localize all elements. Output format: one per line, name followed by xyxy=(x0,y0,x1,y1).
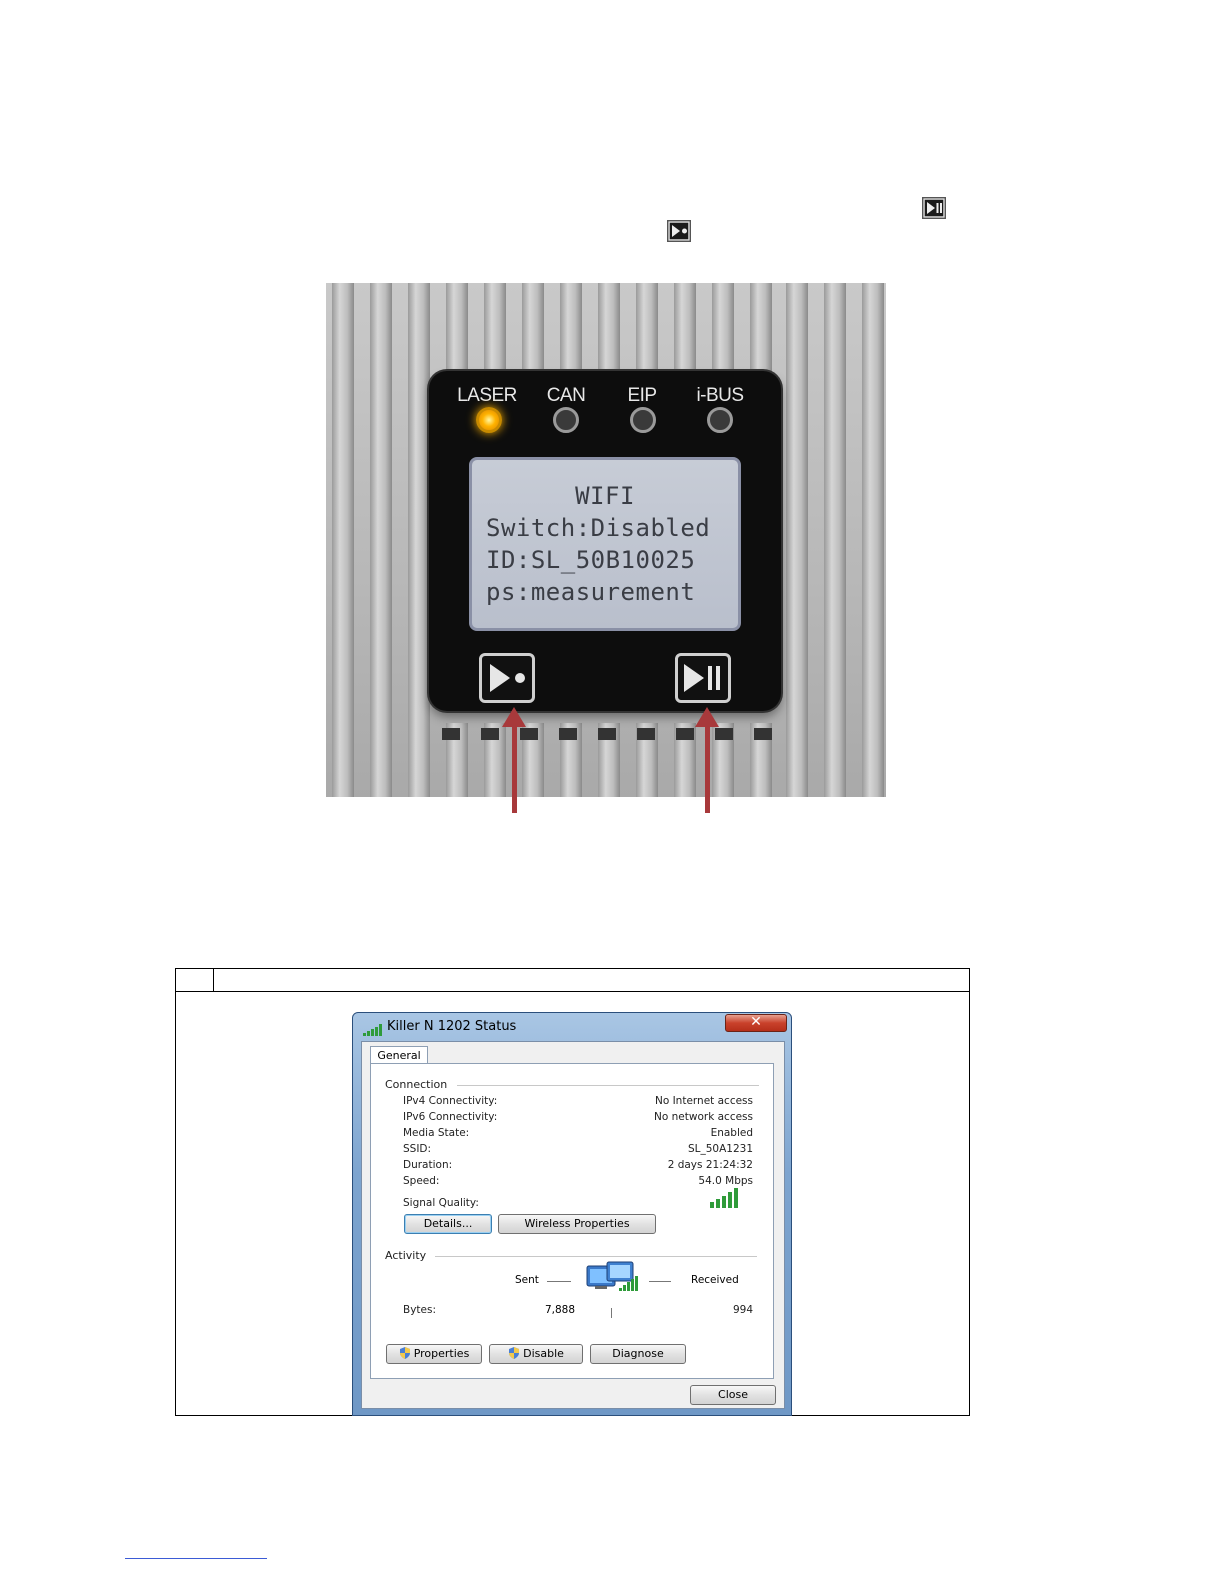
arrow-up-icon xyxy=(502,707,526,727)
lcd-display: WIFI Switch:Disabled ID:SL_50B10025 ps:m… xyxy=(469,457,741,631)
close-button[interactable]: Close xyxy=(690,1385,776,1405)
arrow-shaft-right xyxy=(705,796,710,813)
play-pause-icon xyxy=(922,197,946,219)
ipv4-label: IPv4 Connectivity: xyxy=(403,1095,498,1107)
uac-shield-icon xyxy=(399,1347,410,1359)
activity-heading: Activity xyxy=(385,1249,427,1262)
device-front-panel: LASER CAN EIP i-BUS WIFI Switch:Disabled… xyxy=(429,371,781,711)
diagnose-button[interactable]: Diagnose xyxy=(590,1344,686,1364)
uac-shield-icon xyxy=(509,1347,520,1359)
lcd-line-2: Switch:Disabled xyxy=(486,514,711,542)
properties-label: Properties xyxy=(413,1347,470,1360)
media-state-value: Enabled xyxy=(710,1127,753,1139)
ssid-value: SL_50A1231 xyxy=(687,1143,753,1155)
wireless-properties-button[interactable]: Wireless Properties xyxy=(498,1214,656,1234)
duration-label: Duration: xyxy=(403,1159,453,1171)
general-tab-page: Connection IPv4 Connectivity: No Interne… xyxy=(370,1063,774,1379)
received-label: Received xyxy=(691,1274,739,1286)
ssid-label: SSID: xyxy=(403,1143,432,1155)
speed-value: 54.0 Mbps xyxy=(698,1175,753,1187)
play-pause-hardware-button[interactable] xyxy=(675,653,731,703)
record-hardware-button[interactable] xyxy=(479,653,535,703)
led-label-can: CAN xyxy=(546,385,586,406)
table-header-cell xyxy=(176,969,214,991)
lcd-line-3: ID:SL_50B10025 xyxy=(486,546,696,574)
details-button[interactable]: Details... xyxy=(404,1214,492,1234)
properties-button[interactable]: Properties xyxy=(386,1344,482,1364)
ipv6-label: IPv6 Connectivity: xyxy=(403,1111,498,1123)
eip-led xyxy=(630,407,656,433)
ipv4-value: No Internet access xyxy=(654,1095,753,1107)
speed-label: Speed: xyxy=(403,1175,440,1187)
arrow-up-icon xyxy=(695,707,719,727)
sent-label: Sent xyxy=(515,1274,539,1286)
lcd-line-1: WIFI xyxy=(575,482,635,510)
device-photo: LASER CAN EIP i-BUS WIFI Switch:Disabled… xyxy=(326,283,886,797)
arrow-shaft-left xyxy=(512,796,517,813)
disable-button[interactable]: Disable xyxy=(489,1344,583,1364)
footnote-link-underline xyxy=(125,1558,267,1559)
bytes-sent-value: 7,888 xyxy=(544,1304,575,1316)
led-label-ibus: i-BUS xyxy=(696,385,744,406)
table-header-row xyxy=(176,969,969,992)
ipv6-value: No network access xyxy=(654,1111,753,1123)
play-record-icon xyxy=(667,220,691,242)
wifi-status-dialog: Killer N 1202 Status ✕ General Connectio… xyxy=(352,1012,792,1416)
network-computers-icon xyxy=(585,1260,645,1306)
dialog-body: General Connection IPv4 Connectivity: No… xyxy=(361,1041,785,1409)
led-label-eip: EIP xyxy=(627,385,657,406)
laser-led xyxy=(476,407,502,433)
signal-quality-label: Signal Quality: xyxy=(403,1197,479,1209)
disable-label: Disable xyxy=(523,1347,564,1360)
bytes-received-value: 994 xyxy=(732,1304,753,1316)
tab-general[interactable]: General xyxy=(370,1046,428,1064)
led-label-laser: LASER xyxy=(457,385,517,406)
media-state-label: Media State: xyxy=(403,1127,470,1139)
signal-strength-icon xyxy=(363,1021,383,1040)
close-icon[interactable]: ✕ xyxy=(725,1014,787,1032)
bytes-label: Bytes: xyxy=(403,1304,437,1316)
duration-value: 2 days 21:24:32 xyxy=(667,1159,753,1171)
dialog-title: Killer N 1202 Status xyxy=(387,1019,517,1034)
connection-heading: Connection xyxy=(385,1078,448,1091)
lcd-line-4: ps:measurement xyxy=(486,578,696,606)
can-led xyxy=(553,407,579,433)
ibus-led xyxy=(707,407,733,433)
signal-quality-bars-icon xyxy=(710,1186,742,1212)
